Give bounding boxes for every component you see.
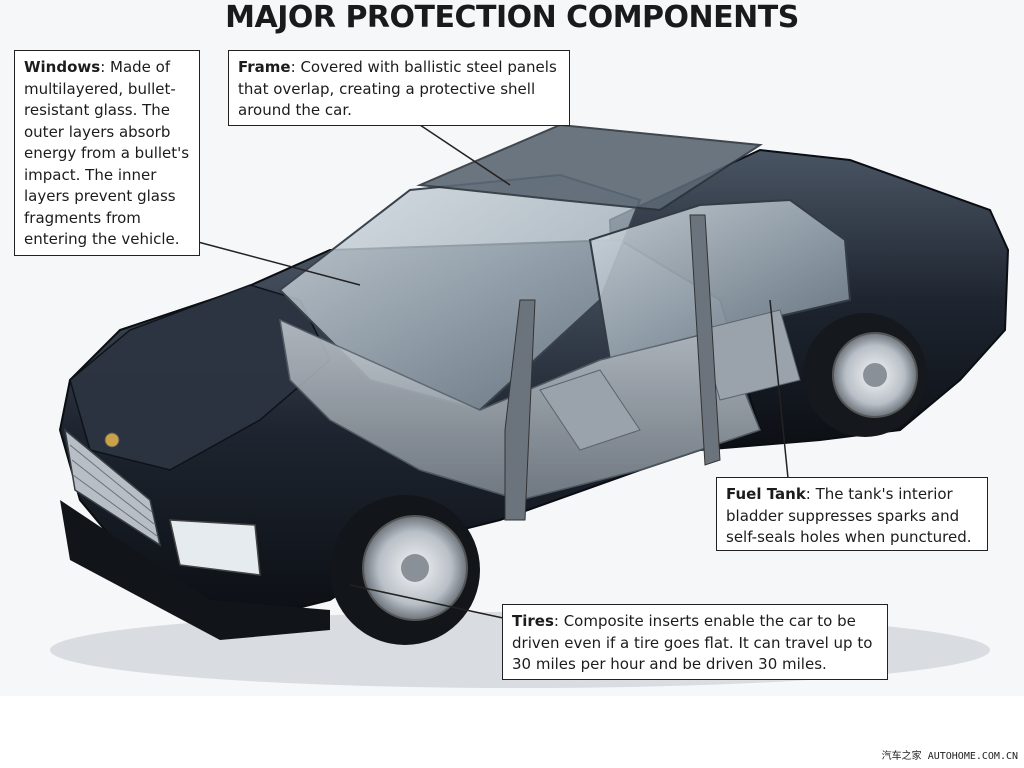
- watermark: 汽车之家 AUTOHOME.COM.CN: [881, 751, 1018, 762]
- windows-text: : Made of multilayered, bullet-resistant…: [24, 58, 190, 248]
- windows-callout: Windows: Made of multilayered, bullet-re…: [14, 50, 200, 256]
- roof: [416, 123, 763, 212]
- frame-text: : Covered with ballistic steel panels th…: [238, 58, 557, 119]
- frame-callout: Frame: Covered with ballistic steel pane…: [228, 50, 570, 126]
- headlight: [169, 519, 261, 576]
- cadillac-emblem-icon: [104, 432, 120, 448]
- tires-text: : Composite inserts enable the car to be…: [512, 612, 873, 673]
- tires-callout: Tires: Composite inserts enable the car …: [502, 604, 888, 680]
- front-bumper: [60, 500, 330, 640]
- door-frame: [689, 214, 721, 466]
- tires-label: Tires: [512, 612, 554, 630]
- page-title: MAJOR PROTECTION COMPONENTS: [225, 0, 799, 35]
- footer-area: [0, 696, 1024, 768]
- front-seat: [539, 369, 641, 451]
- windows-label: Windows: [24, 58, 101, 76]
- fuel-tank-label: Fuel Tank: [726, 485, 806, 503]
- b-pillar: [504, 299, 536, 521]
- fuel-tank-callout: Fuel Tank: The tank's interior bladder s…: [716, 477, 988, 551]
- leader-lines: [197, 124, 789, 619]
- grille: [63, 428, 162, 547]
- frame-label: Frame: [238, 58, 291, 76]
- fuel-tank-text: : The tank's interior bladder suppresses…: [726, 485, 972, 546]
